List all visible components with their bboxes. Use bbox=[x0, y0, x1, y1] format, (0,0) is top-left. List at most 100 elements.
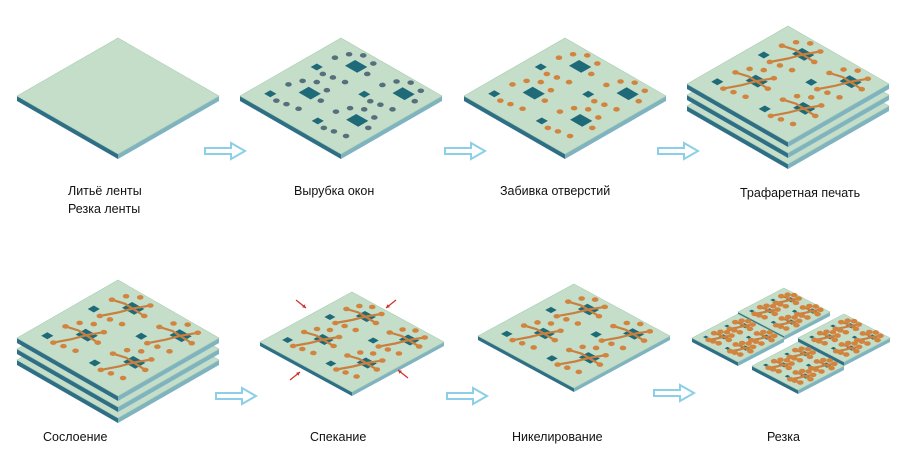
via-plate-step-5-2-1 bbox=[106, 317, 114, 322]
via-plate-step-3-2-0 bbox=[543, 71, 551, 77]
via-plate-step-8-piece-4-1-4 bbox=[798, 368, 806, 374]
via-plate-step-8-piece-4-2-6 bbox=[809, 350, 817, 355]
small-window-plate-step-3-3 bbox=[582, 90, 595, 98]
via-plate-step-7-2-0 bbox=[553, 313, 561, 319]
via-plate-step-7-0-4 bbox=[534, 320, 541, 325]
trace-plate-step-4-1 bbox=[770, 104, 822, 117]
via-plate-step-7-2-1 bbox=[563, 317, 570, 322]
via-plate-step-6-3-6 bbox=[421, 335, 428, 340]
via-plate-step-8-piece-4-0-5 bbox=[785, 365, 793, 371]
trace-b-plate-step-7-0 bbox=[523, 324, 556, 342]
step-6-label: Спекание bbox=[310, 430, 367, 444]
via-plate-step-5-0-4 bbox=[76, 320, 83, 326]
via-plate-step-8-piece-1-1-1 bbox=[777, 324, 785, 329]
via-plate-step-4-3-3 bbox=[826, 70, 833, 76]
plate-step-6-layer-0-side-right bbox=[352, 342, 444, 396]
via-plate-step-7-3-6 bbox=[646, 329, 654, 334]
via-plate-step-8-piece-4-1-3 bbox=[792, 370, 799, 375]
small-window-plate-step-8-piece-3-3 bbox=[745, 335, 752, 339]
window-plate-step-3-3 bbox=[616, 87, 639, 101]
via-plate-step-7-2-2 bbox=[574, 321, 582, 326]
via-plate-step-6-0-4 bbox=[313, 326, 321, 332]
via-plate-step-6-1-0 bbox=[333, 367, 340, 372]
via-plate-step-8-piece-3-0-3 bbox=[710, 330, 718, 336]
plate-step-8-piece-1-layer-0-top bbox=[737, 287, 831, 337]
via-plate-step-7-0-7 bbox=[547, 321, 555, 326]
plate-step-8-piece-3-layer-0-side-left bbox=[692, 338, 738, 366]
shrink-arrow-top-right-icon bbox=[385, 299, 397, 309]
via-plate-step-8-piece-4-1-6 bbox=[809, 372, 817, 378]
via-plate-step-7-3-4 bbox=[623, 320, 631, 326]
window-plate-step-3-1 bbox=[570, 114, 593, 127]
via-plate-step-2-1-3 bbox=[332, 109, 340, 114]
via-plate-step-8-piece-3-1-4 bbox=[738, 340, 746, 346]
via-plate-step-8-piece-1-0-2 bbox=[761, 314, 768, 320]
small-window-plate-step-8-piece-2-0 bbox=[809, 335, 815, 339]
via-plate-step-8-piece-1-3-3 bbox=[799, 305, 807, 310]
via-plate-step-6-1-5 bbox=[373, 367, 381, 372]
via-plate-step-4-3-4 bbox=[840, 67, 847, 72]
window-plate-step-3-0 bbox=[522, 86, 545, 100]
via-plate-step-5-1-0 bbox=[97, 367, 105, 373]
via-plate-step-4-2-0 bbox=[766, 59, 774, 65]
via-plate-step-2-0-4 bbox=[299, 78, 306, 84]
plate-step-8-piece-4-layer-0-top bbox=[751, 341, 845, 391]
via-plate-step-8-piece-2-2-1 bbox=[837, 328, 844, 333]
process-arrow-5-icon bbox=[446, 386, 490, 406]
via-plate-step-3-3-6 bbox=[641, 88, 649, 94]
via-plate-step-4-1-3 bbox=[779, 97, 787, 102]
via-plate-step-4-1-5 bbox=[811, 113, 819, 119]
via-plate-step-7-1-4 bbox=[579, 344, 586, 350]
small-window-plate-step-8-piece-1-3 bbox=[791, 309, 798, 313]
via-plate-step-6-3-5 bbox=[415, 344, 423, 349]
trace-plate-step-4-3 bbox=[817, 77, 868, 91]
plate-step-5-layer-2-side-left bbox=[17, 360, 118, 423]
via-plate-step-8-piece-4-2-2 bbox=[796, 357, 804, 363]
via-plate-step-2-1-0 bbox=[320, 125, 328, 131]
via-plate-step-2-2-0 bbox=[319, 71, 327, 77]
window-plate-step-2-3 bbox=[392, 87, 415, 101]
plate-step-5-layer-1-side-right bbox=[118, 349, 219, 412]
trace-plate-step-7-1 bbox=[557, 354, 606, 366]
plate-step-7-layer-0-top bbox=[477, 283, 671, 389]
via-plate-step-5-3-5 bbox=[188, 340, 196, 346]
via-plate-step-7-3-1 bbox=[608, 341, 615, 347]
plate-step-5-layer-0-side-left bbox=[17, 338, 118, 401]
via-plate-step-2-0-0 bbox=[273, 98, 280, 103]
via-plate-step-2-1-6 bbox=[371, 115, 378, 120]
plate-step-4-layer-1-side-left bbox=[687, 95, 788, 158]
via-plate-step-2-3-2 bbox=[389, 107, 396, 112]
via-plate-step-2-3-6 bbox=[417, 88, 425, 94]
via-plate-step-8-piece-2-2-5 bbox=[852, 326, 860, 332]
process-arrow-4-icon bbox=[215, 386, 259, 406]
via-plate-step-6-3-4 bbox=[399, 327, 406, 332]
via-plate-step-8-piece-2-2-6 bbox=[855, 322, 863, 327]
small-window-plate-step-8-piece-3-2 bbox=[724, 324, 730, 328]
via-plate-step-7-0-5 bbox=[551, 337, 559, 343]
via-plate-step-3-3-3 bbox=[603, 82, 610, 88]
via-plate-step-6-1-1 bbox=[342, 370, 349, 375]
process-arrow-4-icon-shape bbox=[215, 386, 259, 406]
small-window-plate-step-8-piece-4-0 bbox=[763, 363, 769, 367]
via-plate-step-8-piece-3-3-2 bbox=[758, 341, 765, 346]
via-plate-step-8-piece-1-3-2 bbox=[804, 315, 811, 320]
via-plate-step-4-0-2 bbox=[742, 94, 749, 100]
trace-b-plate-step-6-1 bbox=[347, 354, 378, 371]
small-window-plate-step-2-2 bbox=[310, 63, 323, 71]
plate-step-4-layer-0-side-right bbox=[788, 84, 889, 147]
via-plate-step-3-1-3 bbox=[556, 109, 564, 114]
trace-plate-step-4-0 bbox=[723, 77, 775, 90]
step-4-label: Трафаретная печать bbox=[740, 186, 861, 200]
via-plate-step-2-3-0 bbox=[366, 98, 374, 104]
via-plate-step-2-2-2 bbox=[341, 79, 349, 85]
plate-step-8-piece-2-layer-0-side-right bbox=[844, 338, 890, 366]
via-plate-step-8-piece-4-2-4 bbox=[798, 346, 805, 352]
via-plate-step-6-0-2 bbox=[310, 350, 317, 356]
via-plate-step-7-3-0 bbox=[598, 338, 606, 343]
trace-plate-step-7-0 bbox=[512, 329, 561, 342]
via-plate-step-4-1-1 bbox=[777, 117, 785, 122]
via-plate-step-7-1-5 bbox=[596, 362, 604, 367]
small-window-plate-step-5-0 bbox=[41, 332, 54, 340]
trace-b-plate-step-7-1 bbox=[568, 348, 601, 366]
